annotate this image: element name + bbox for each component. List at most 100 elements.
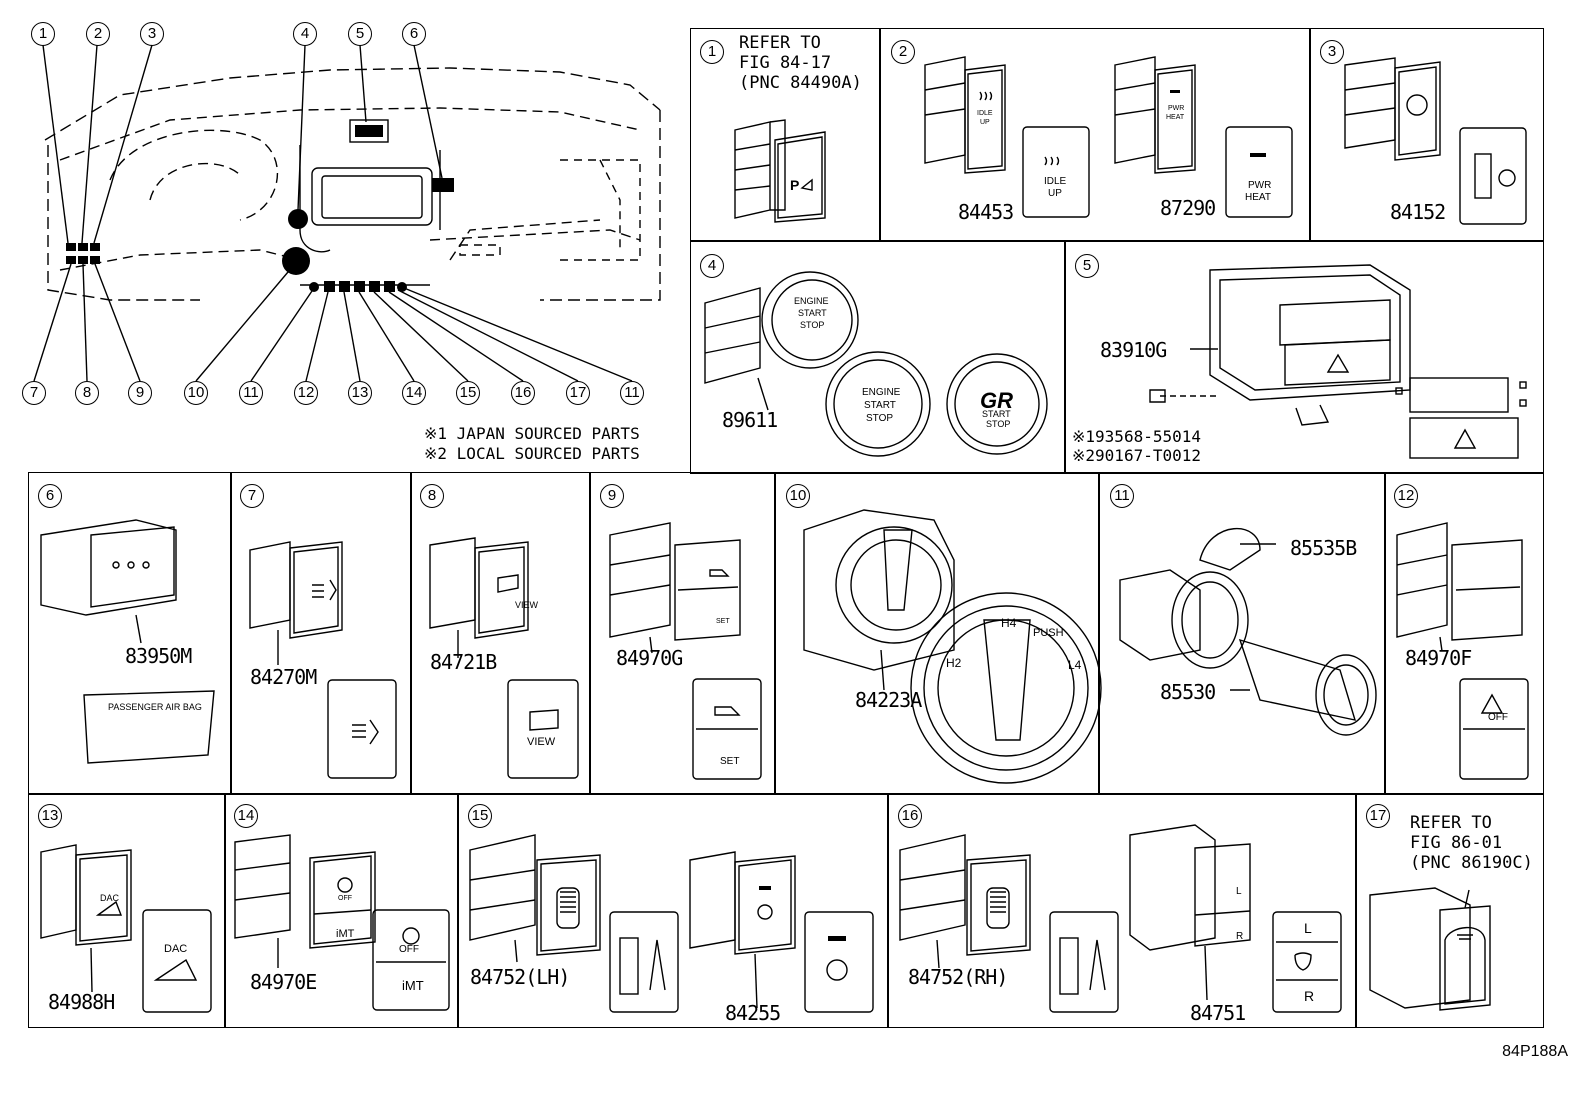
panel-8-drawing: [429, 537, 579, 779]
panel-number-11: 11: [1110, 484, 1134, 508]
callout-3[interactable]: 3: [140, 22, 164, 46]
panel-2: [879, 28, 1311, 242]
panel-5: [1064, 240, 1544, 474]
panel-2-face-up: UP: [1048, 188, 1062, 199]
callout-12[interactable]: 12: [294, 381, 318, 405]
panel-10-push: PUSH: [1033, 627, 1064, 639]
part-83950M: 83950M: [125, 644, 192, 668]
panel-16-drawing: [899, 824, 1342, 1013]
callout-11[interactable]: 11: [239, 381, 263, 405]
panel-4-drawing: GR: [704, 271, 1048, 457]
panel-12-off: OFF: [1488, 712, 1508, 723]
figure-code: 84P188A: [1502, 1043, 1568, 1060]
callout-15[interactable]: 15: [456, 381, 480, 405]
panel-6: [28, 472, 232, 795]
panel-13-dac-face: DAC: [164, 943, 188, 955]
panel-14-imt-face: iMT: [402, 978, 424, 993]
panel-number-10: 10: [786, 484, 810, 508]
callout-11b[interactable]: 11: [620, 381, 644, 405]
panel-16-l-face: L: [1304, 920, 1312, 936]
panel-9: [589, 472, 776, 795]
panel-5-drawing: [1149, 264, 1527, 459]
panel-number-4: 4: [700, 254, 724, 278]
panel-16-r-face: R: [1304, 988, 1315, 1004]
panel-number-17: 17: [1366, 804, 1390, 828]
panel-number-2: 2: [891, 40, 915, 64]
callout-7[interactable]: 7: [22, 381, 46, 405]
panel-number-6: 6: [38, 484, 62, 508]
panel-6-airbag-label: PASSENGER AIR BAG: [108, 702, 202, 712]
note-japan-sourced: ※1 JAPAN SOURCED PARTS: [424, 424, 640, 443]
panel-14-off-small: OFF: [338, 895, 352, 902]
panel-12: [1384, 472, 1544, 795]
callout-4[interactable]: 4: [293, 22, 317, 46]
panel-1-refer-line-3: (PNC 84490A): [739, 73, 862, 93]
panel-number-16: 16: [898, 804, 922, 828]
part-85530: 85530: [1160, 680, 1216, 704]
part-84988H: 84988H: [48, 990, 115, 1014]
callout-2[interactable]: 2: [86, 22, 110, 46]
panel-2-face-heat: HEAT: [1245, 192, 1271, 203]
panel-number-15: 15: [468, 804, 492, 828]
panel-17-refer-line-1: REFER TO: [1410, 813, 1492, 833]
panel-17-drawing: [1369, 887, 1491, 1011]
panel-15-drawing: [469, 834, 874, 1013]
note-local-sourced: ※2 LOCAL SOURCED PARTS: [424, 444, 640, 463]
callout-14[interactable]: 14: [402, 381, 426, 405]
panel-17-refer-line-3: (PNC 86190C): [1410, 853, 1533, 873]
panel-14: [224, 793, 459, 1028]
panel-4-btn-start: START: [798, 308, 827, 318]
part-83910G: 83910G: [1100, 338, 1167, 362]
panel-9-set-small: SET: [716, 618, 730, 625]
panel-13-drawing: [40, 844, 212, 1013]
part-193568-55014: ※193568-55014: [1072, 427, 1201, 446]
panel-number-3: 3: [1320, 40, 1344, 64]
panel-number-14: 14: [234, 804, 258, 828]
panel-number-8: 8: [420, 484, 444, 508]
panel-7-drawing: [249, 541, 397, 779]
panel-8-view-small: VIEW: [515, 600, 539, 610]
panel-4-btn3-start: START: [982, 409, 1011, 419]
panel-7: [230, 472, 412, 795]
panel-number-12: 12: [1394, 484, 1418, 508]
callout-17[interactable]: 17: [566, 381, 590, 405]
part-89611: 89611: [722, 408, 778, 432]
part-84970G: 84970G: [616, 646, 683, 670]
panel-2-drawing: IDLE UP PWR HEAT: [924, 56, 1293, 218]
panel-1-switch-drawing: P: [734, 119, 826, 223]
panel-1: [690, 28, 881, 242]
callout-9[interactable]: 9: [128, 381, 152, 405]
callout-5[interactable]: 5: [348, 22, 372, 46]
panel-1-refer-line-2: FIG 84-17: [739, 53, 832, 73]
part-84721B: 84721B: [430, 650, 497, 674]
callout-1[interactable]: 1: [31, 22, 55, 46]
callout-10[interactable]: 10: [184, 381, 208, 405]
panel-10: [774, 472, 1100, 795]
part-84223A: 84223A: [855, 688, 922, 712]
panel-number-13: 13: [38, 804, 62, 828]
panel-6-drawing: [40, 519, 215, 764]
part-84270M: 84270M: [250, 665, 317, 689]
part-290167-T0012: ※290167-T0012: [1072, 446, 1201, 465]
panel-15: [457, 793, 889, 1028]
panel-4: [690, 240, 1066, 474]
panel-4-btn2-stop: STOP: [866, 413, 894, 424]
part-84970F: 84970F: [1405, 646, 1472, 670]
callout-8[interactable]: 8: [75, 381, 99, 405]
callout-13[interactable]: 13: [348, 381, 372, 405]
panel-10-h4: H4: [1001, 616, 1017, 630]
panel-2-face-pwr: PWR: [1248, 180, 1272, 191]
panel-9-set-face: SET: [720, 756, 740, 767]
panel-number-5: 5: [1075, 254, 1099, 278]
panel-8: [410, 472, 591, 795]
panel-17-refer-line-2: FIG 86-01: [1410, 833, 1503, 853]
callout-16[interactable]: 16: [511, 381, 535, 405]
panel-11: [1098, 472, 1386, 795]
panel-2-face-idle: IDLE: [1044, 176, 1067, 187]
panel-11-drawing: [1119, 528, 1377, 736]
svg-text:UP: UP: [980, 119, 990, 126]
panel-10-drawing: [803, 509, 1102, 784]
panel-14-drawing: [234, 834, 450, 1011]
panel-14-off-face: OFF: [399, 944, 419, 955]
callout-6[interactable]: 6: [402, 22, 426, 46]
